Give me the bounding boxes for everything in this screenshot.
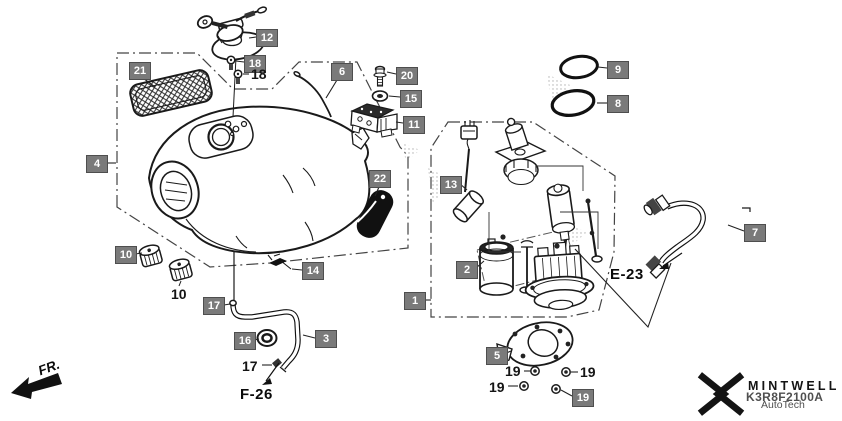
mount-bracket-11 xyxy=(350,103,398,138)
o-ring-9 xyxy=(559,54,599,80)
part-label-17[interactable]: 17 xyxy=(203,297,225,315)
drain-hose-3 xyxy=(229,299,301,373)
clip-14 xyxy=(267,253,292,270)
fr-direction-arrow xyxy=(11,373,62,399)
part-label-2[interactable]: 2 xyxy=(456,261,478,279)
screws-18 xyxy=(226,55,243,84)
part-label-7[interactable]: 7 xyxy=(744,224,766,242)
part-label-16[interactable]: 16 xyxy=(234,332,256,350)
plain-label-17: 17 xyxy=(242,358,258,374)
part-label-11[interactable]: 11 xyxy=(403,116,425,134)
part-label-15[interactable]: 15 xyxy=(400,90,422,108)
mounting-rubbers-10 xyxy=(138,244,193,287)
fuel-tank xyxy=(147,56,371,302)
plain-label-19b: 19 xyxy=(580,364,596,380)
part-label-6[interactable]: 6 xyxy=(331,63,353,81)
part-label-18[interactable]: 18 xyxy=(244,55,266,73)
fuel-level-sensor-13 xyxy=(452,120,485,223)
sub-group-outlines xyxy=(488,165,599,253)
part-label-21[interactable]: 21 xyxy=(129,62,151,80)
watermark-code: K3R8F2100A xyxy=(746,390,824,404)
pressure-regulator xyxy=(494,117,547,186)
hose-connector-top xyxy=(643,194,671,216)
key-blade xyxy=(212,21,228,29)
part-label-8[interactable]: 8 xyxy=(607,95,629,113)
tank-pad-21 xyxy=(129,69,213,117)
tube-clamp-17b xyxy=(272,358,282,368)
plain-label-18: 18 xyxy=(251,66,267,82)
fuel-filler-cap-12 xyxy=(196,6,268,61)
filter-sub-boundary xyxy=(476,228,577,294)
plain-label-10: 10 xyxy=(171,286,187,302)
f26-arrowhead xyxy=(262,378,272,385)
watermark: MINTWELL K3R8F2100A AutoTech xyxy=(697,372,842,418)
leader-lines xyxy=(103,36,745,397)
part-label-1[interactable]: 1 xyxy=(404,292,426,310)
pump-box-fasteners xyxy=(500,230,595,249)
ref-arrows xyxy=(262,252,683,385)
part-label-9[interactable]: 9 xyxy=(607,61,629,79)
part-label-10[interactable]: 10 xyxy=(115,246,137,264)
breather-wire-6 xyxy=(293,71,332,118)
part-label-5[interactable]: 5 xyxy=(486,347,508,365)
joint-rod xyxy=(585,198,603,263)
ref-label-e23: E-23 xyxy=(610,266,644,283)
plain-label-19a: 19 xyxy=(505,363,521,379)
fuel-filter-2 xyxy=(479,238,514,296)
part-label-19[interactable]: 19 xyxy=(572,389,594,407)
part-label-3[interactable]: 3 xyxy=(315,330,337,348)
pump-assembly-boundary xyxy=(430,121,616,318)
washer-15 xyxy=(371,90,389,102)
part-label-12[interactable]: 12 xyxy=(256,29,278,47)
pump-lower-case xyxy=(524,241,595,311)
mintwell-logo-icon xyxy=(697,372,745,416)
watermark-brand: MINTWELL xyxy=(748,379,840,393)
plain-label-19c: 19 xyxy=(489,379,505,395)
e23-arrowhead xyxy=(659,262,669,269)
cap-body xyxy=(216,24,244,42)
tube-clamp-17a xyxy=(229,299,237,307)
part-label-14[interactable]: 14 xyxy=(302,262,324,280)
fuel-feed-hose-7 xyxy=(643,194,751,279)
tank-pad-22 xyxy=(356,190,394,238)
watermark-sub: AutoTech xyxy=(761,399,805,411)
part-label-4[interactable]: 4 xyxy=(86,155,108,173)
o-ring-8 xyxy=(550,89,596,117)
bolt-20 xyxy=(373,65,387,87)
part-label-20[interactable]: 20 xyxy=(396,67,418,85)
ref-label-f26: F-26 xyxy=(240,386,273,403)
part-label-13[interactable]: 13 xyxy=(440,176,462,194)
part-label-22[interactable]: 22 xyxy=(369,170,391,188)
